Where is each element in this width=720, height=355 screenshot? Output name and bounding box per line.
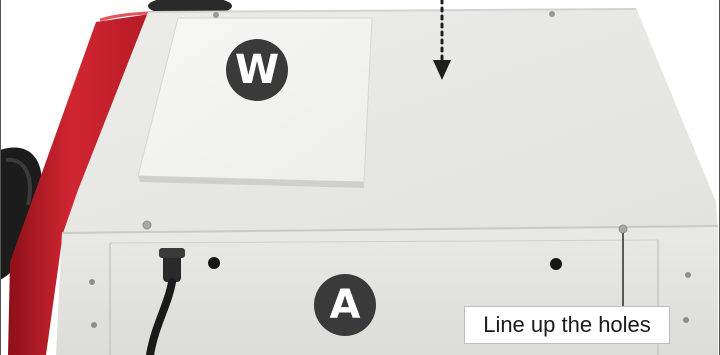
screw-hole [143, 221, 151, 229]
badge-w: W [226, 39, 288, 101]
vent-hole [685, 272, 691, 278]
badge-a: A [314, 274, 376, 336]
vent-hole [683, 317, 689, 323]
screw-hole [549, 11, 555, 17]
screw-hole [213, 12, 219, 18]
vent-hole [89, 279, 95, 285]
vent-hole [91, 322, 97, 328]
screw-hole [619, 225, 627, 233]
callout-label: Line up the holes [464, 306, 670, 344]
grommet [550, 258, 562, 270]
grommet [208, 257, 220, 269]
cable-nut [159, 248, 185, 258]
